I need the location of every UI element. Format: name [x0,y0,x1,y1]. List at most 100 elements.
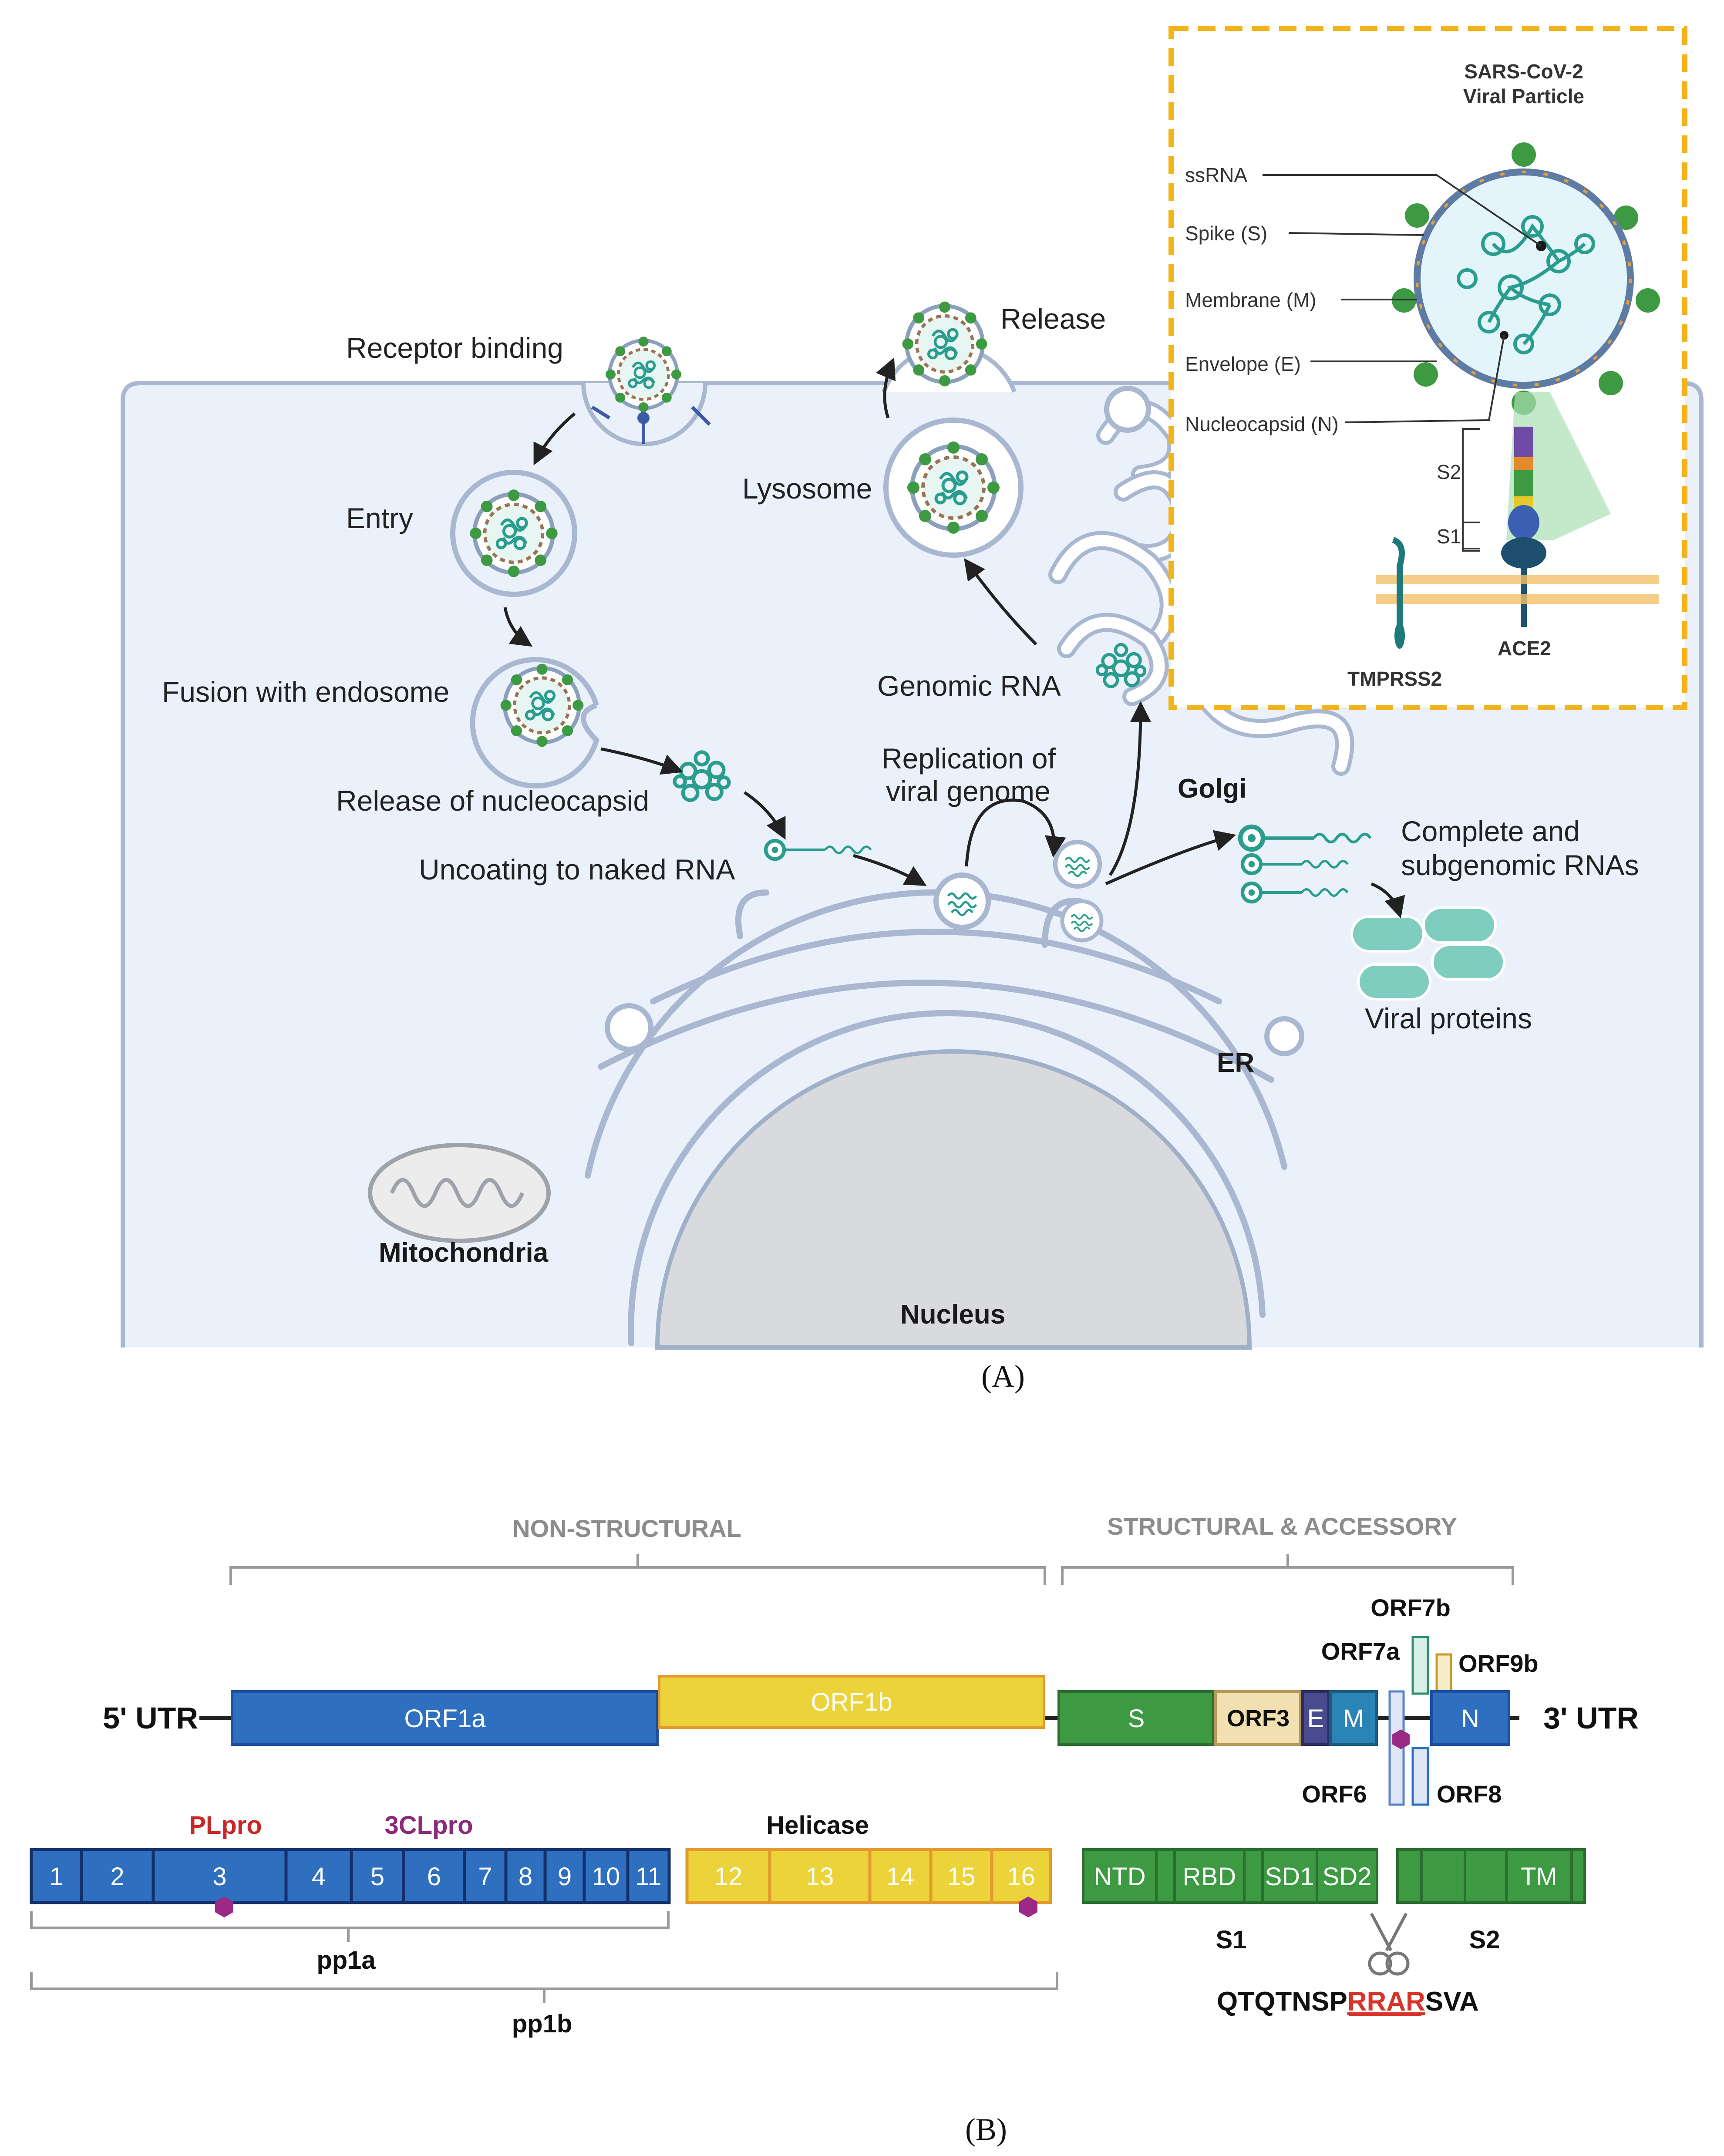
virion-released [882,301,1017,393]
label-genomic-rna: Genomic RNA [877,670,1061,702]
nsp-13-label: 13 [806,1863,834,1891]
nsp-4-label: 4 [312,1863,326,1891]
label-complete-1: Complete and [1401,815,1580,847]
gene-orf8 [1411,1747,1429,1806]
gene-n-label: N [1461,1705,1479,1733]
label-er: ER [1217,1048,1254,1078]
label-viral-proteins: Viral proteins [1365,1002,1532,1034]
inset-spike-ace2 [1376,392,1659,649]
replication-vesicle-3 [1062,901,1101,940]
replication-vesicle-1 [936,875,988,927]
nsp-6-segment [402,1848,466,1904]
endoplasmic-reticulum [585,889,1304,1346]
domain-sd2: SD2 [1323,1863,1372,1891]
virion-fusion [470,657,599,788]
label-release-nucleocapsid: Release of nucleocapsid [336,785,649,817]
gene-e-label: E [1307,1705,1324,1733]
label-orf9b: ORF9b [1458,1650,1539,1677]
nsp-2-segment [80,1848,155,1904]
nsp-8-label: 8 [519,1863,532,1891]
label-pp1a: pp1a [317,1946,376,1974]
nsp-3-label: 3 [212,1863,226,1891]
nsp-7-segment [463,1848,508,1904]
label-3clpro: 3CLpro [385,1811,473,1839]
gene-orf3-label: ORF3 [1227,1705,1290,1732]
viral-protein-blocks [1350,906,1505,1001]
nsp-11-segment [626,1848,671,1904]
nsp-10-label: 10 [592,1863,620,1891]
cleavage-furin-site: RRAR [1347,1987,1425,2017]
gene-m-label: M [1343,1705,1364,1733]
label-non-structural: NON-STRUCTURAL [512,1515,741,1542]
spike-domains [1082,1848,1586,1904]
domain-ntd: NTD [1094,1863,1145,1891]
label-nucleus: Nucleus [900,1300,1005,1330]
gene-n [1430,1690,1510,1746]
nsp-12-segment [685,1848,771,1904]
domain-sd1: SD1 [1265,1863,1314,1891]
lysosome-virion [883,418,1024,558]
label-plpro: PLpro [189,1811,262,1839]
cleavage-sequence: QTQTNSPRRARSVA [1217,1987,1479,2017]
label-3utr: 3' UTR [1543,1701,1639,1735]
inset-s1: S1 [1437,525,1461,548]
inset-virion [1392,142,1660,415]
nsp-10-segment [583,1848,630,1904]
nsp-9-label: 9 [558,1863,572,1891]
label-receptor-binding: Receptor binding [346,332,563,364]
nsp-2-label: 2 [110,1863,124,1891]
nsp-4-segment [284,1848,353,1904]
nsp-9-segment [543,1848,586,1904]
golgi [1048,386,1354,776]
virion-entry [450,470,577,597]
gene-s-label: S [1128,1705,1145,1733]
nsp-14-segment [868,1848,933,1904]
label-orf7b: ORF7b [1370,1594,1451,1621]
label-lysosome: Lysosome [742,472,872,505]
label-helicase: Helicase [766,1811,869,1839]
gene-orf1a-label: ORF1a [404,1705,486,1733]
gene-m [1329,1690,1378,1746]
label-orf7a: ORF7a [1321,1637,1400,1665]
caption-a: (A) [981,1359,1025,1394]
label-5utr: 5' UTR [103,1701,198,1735]
nsp-7-label: 7 [478,1863,492,1891]
caption-b: (B) [965,2112,1007,2147]
label-release: Release [1000,303,1106,335]
scissors-icon [1368,1913,1410,1976]
label-replication-1: Replication of [882,742,1056,775]
nsp-6-label: 6 [427,1863,441,1891]
gene-orf1b [658,1675,1045,1729]
replication-vesicle-2 [1055,842,1100,886]
label-structural: STRUCTURAL & ACCESSORY [1107,1513,1457,1540]
label-orf6: ORF6 [1302,1780,1367,1808]
inset-ace2: ACE2 [1498,637,1551,660]
nsp-16-label: 16 [1007,1863,1035,1891]
gene-e [1301,1690,1330,1746]
nsp-15-label: 15 [947,1863,976,1891]
inset-tmprss2: TMPRSS2 [1347,667,1442,690]
label-golgi: Golgi [1178,774,1246,804]
label-spike-s2: S2 [1469,1926,1500,1954]
nsp-5-label: 5 [370,1863,384,1891]
viral-particle-inset: SARS-CoV-2 Viral Particle [1168,26,1687,710]
gene-orf1b-label: ORF1b [811,1688,892,1716]
inset-spike: Spike (S) [1185,222,1267,245]
label-orf8: ORF8 [1437,1780,1502,1808]
panel-b: NON-STRUCTURAL STRUCTURAL & ACCESSORY 5'… [30,1513,1639,2147]
label-fusion: Fusion with endosome [162,676,449,708]
nucleus [655,1049,1252,1350]
nsp-15-segment [929,1848,993,1904]
inset-membrane: Membrane (M) [1185,289,1317,311]
mitochondria-organelle [368,1143,551,1243]
domain-tm: TM [1521,1863,1557,1891]
cleavage-prefix: QTQTNSP [1217,1987,1347,2017]
nsp-16-segment [990,1848,1052,1904]
nsp-1-label: 1 [49,1863,63,1891]
nsp-13-segment [768,1848,872,1904]
gene-orf7a [1411,1636,1429,1695]
pathway-arrows [503,357,1405,919]
inset-ssrna: ssRNA [1185,164,1247,186]
